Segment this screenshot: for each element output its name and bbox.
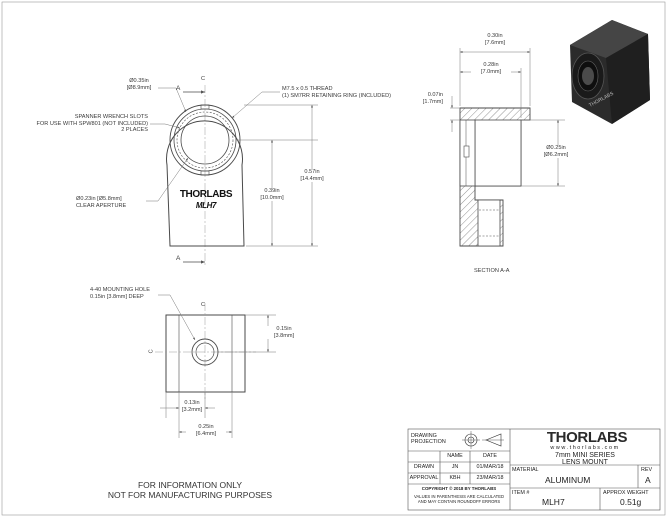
approval-name: KBH xyxy=(449,475,461,481)
section-tapped-hole xyxy=(477,199,501,247)
bottom-view xyxy=(155,303,256,400)
title-block-lines xyxy=(407,428,661,511)
outer-dia-dim: Ø0.35in [Ø8.9mm] xyxy=(120,78,158,91)
projection-label: DRAWING PROJECTION xyxy=(411,433,446,445)
bottom-dims xyxy=(158,294,276,438)
section-dims xyxy=(450,48,565,187)
brand-website: www.thorlabs.com xyxy=(550,445,620,451)
disclaimer: VALUES IN PARENTHESIS ARE CALCULATED AND… xyxy=(413,494,505,505)
section-label-bottom: A xyxy=(176,255,181,262)
front-body-outline xyxy=(166,120,245,247)
col-name-header: NAME xyxy=(447,453,463,459)
spanner-line-1: SPANNER WRENCH SLOTS xyxy=(74,114,148,120)
aperture-line-1: Ø0.23in [Ø5.8mm] xyxy=(76,196,122,202)
approval-date: 23/MAR/18 xyxy=(476,475,504,481)
dim-0-15-label: 0.15in [3.8mm] xyxy=(264,326,304,340)
aperture-ring xyxy=(180,115,230,165)
outer-dia-mm: [Ø8.9mm] xyxy=(126,84,152,91)
front-view xyxy=(166,85,245,265)
thread-line-1: M7.5 x 0.5 THREAD xyxy=(282,86,333,92)
dim-0-13-label: 0.13in [3.2mm] xyxy=(181,400,203,413)
part-description: 7mm MINI SERIES LENS MOUNT xyxy=(555,452,615,466)
bottom-center-mark-left: C xyxy=(148,349,155,354)
mounting-hole-note: 4-40 MOUNTING HOLE 0.15in [3.8mm] DEEP xyxy=(90,287,150,300)
information-notice: FOR INFORMATION ONLY NOT FOR MANUFACTURI… xyxy=(107,480,273,500)
section-bore xyxy=(474,119,522,187)
section-label-top: A xyxy=(176,85,181,92)
engraved-brand: THORLABS xyxy=(179,189,233,200)
bottom-body-outline xyxy=(165,314,246,393)
drawn-label: DRAWN xyxy=(413,464,435,470)
front-center-mark: C xyxy=(201,76,206,82)
dim-0-28-label: 0.28in [7.0mm] xyxy=(471,62,511,76)
brand-logo: THORLABS xyxy=(546,429,628,446)
weight-value: 0.51g xyxy=(620,497,642,507)
mounting-hole-inner xyxy=(195,342,215,362)
copyright: COPYRIGHT © 2018 BY THORLABS xyxy=(421,486,497,491)
approval-label: APPROVAL xyxy=(409,475,439,481)
item-label: ITEM # xyxy=(512,490,530,496)
item-value: MLH7 xyxy=(542,497,565,507)
thread-line-2: (1) SM7RR RETAINING RING (INCLUDED) xyxy=(282,92,391,99)
dim-0-07-label: 0.07in [1.7mm] xyxy=(422,92,443,105)
rev-value: A xyxy=(645,475,651,485)
col-date-header: DATE xyxy=(483,453,497,459)
bottom-center-mark-top: C xyxy=(201,302,206,308)
spanner-note: SPANNER WRENCH SLOTS FOR USE WITH SPW801… xyxy=(14,114,148,134)
section-view xyxy=(459,107,531,247)
projection-symbol xyxy=(462,431,504,449)
drawn-date: 01/MAR/18 xyxy=(476,464,504,470)
weight-label: APPROX WEIGHT xyxy=(603,490,649,496)
aperture-line-2: CLEAR APERTURE xyxy=(76,202,127,209)
material-value: ALUMINUM xyxy=(545,475,591,485)
dim-0-25-width-label: 0.25in [6.4mm] xyxy=(186,424,226,438)
iso-3d-view: THORLABS xyxy=(570,20,650,124)
dim-0-57-label: 0.57in [14.4mm] xyxy=(292,169,332,183)
material-label: MATERIAL xyxy=(512,467,539,473)
thread-note: M7.5 x 0.5 THREAD (1) SM7RR RETAINING RI… xyxy=(282,86,391,99)
spanner-line-2: FOR USE WITH SPW801 (NOT INCLUDED) xyxy=(36,120,148,127)
rev-label: REV xyxy=(641,467,653,473)
front-dims xyxy=(146,87,318,247)
outer-dia-in: Ø0.35in xyxy=(129,78,149,84)
drawn-name: JN xyxy=(451,464,459,470)
dim-0-39-label: 0.39in [10.0mm] xyxy=(252,188,292,202)
spanner-slot-top xyxy=(200,104,210,110)
thread-minor xyxy=(176,111,234,169)
spanner-slot-bottom xyxy=(200,170,210,176)
spanner-line-3: 2 PLACES xyxy=(121,127,148,134)
dim-0-30-label: 0.30in [7.6mm] xyxy=(484,33,506,46)
section-caption: SECTION A-A xyxy=(474,268,510,274)
dim-bore-label: Ø0.25in [Ø6.2mm] xyxy=(536,145,576,159)
aperture-note: Ø0.23in [Ø5.8mm] CLEAR APERTURE xyxy=(76,196,126,209)
engraved-part: MLH7 xyxy=(195,201,217,210)
